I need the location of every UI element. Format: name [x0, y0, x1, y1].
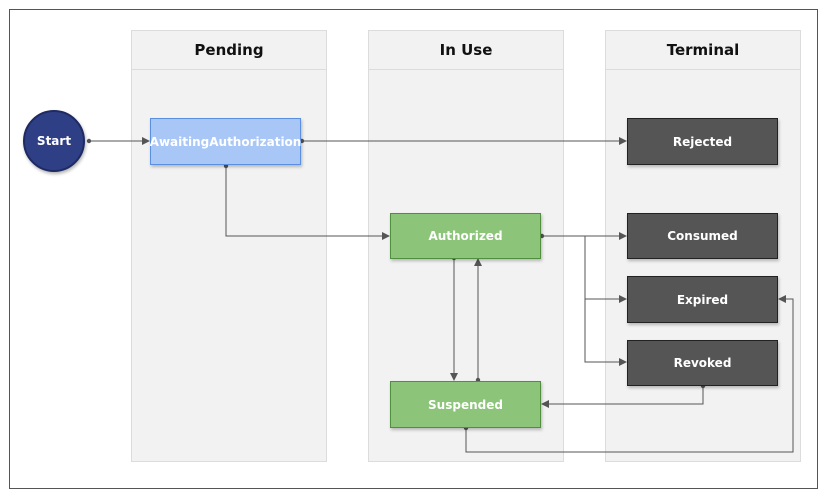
- node-authorized[interactable]: Authorized: [390, 213, 541, 259]
- node-expired-label: Expired: [676, 292, 729, 307]
- node-start[interactable]: Start: [23, 110, 85, 172]
- lane-title-pending: Pending: [132, 31, 326, 70]
- edge-authorized-to-expired: [584, 236, 627, 303]
- node-start-label: Start: [36, 134, 72, 148]
- edge-awaiting-to-authorized: [225, 166, 390, 240]
- edge-suspended-to-expired: [465, 295, 794, 453]
- node-consumed-label: Consumed: [667, 229, 738, 243]
- node-revoked[interactable]: Revoked: [627, 340, 778, 386]
- node-consumed[interactable]: Consumed: [627, 213, 778, 259]
- edge-authorized-to-revoked: [584, 299, 627, 366]
- node-awaiting-authorization[interactable]: AwaitingAuthorization: [150, 118, 301, 165]
- edge-port: [86, 138, 92, 144]
- node-expired[interactable]: Expired: [627, 276, 778, 323]
- edge-suspended-to-revoked: [541, 386, 704, 408]
- node-suspended-label: Suspended: [428, 397, 503, 412]
- node-rejected-label: Rejected: [672, 134, 733, 149]
- diagram-frame: [9, 9, 818, 489]
- lane-title-terminal: Terminal: [606, 31, 800, 70]
- node-awaiting-authorization-label: AwaitingAuthorization: [149, 134, 302, 149]
- node-suspended[interactable]: Suspended: [390, 381, 541, 428]
- lane-title-in-use: In Use: [369, 31, 563, 70]
- node-revoked-label: Revoked: [673, 356, 732, 370]
- node-authorized-label: Authorized: [428, 229, 503, 243]
- node-rejected[interactable]: Rejected: [627, 118, 778, 165]
- lane-pending: Pending: [131, 30, 327, 462]
